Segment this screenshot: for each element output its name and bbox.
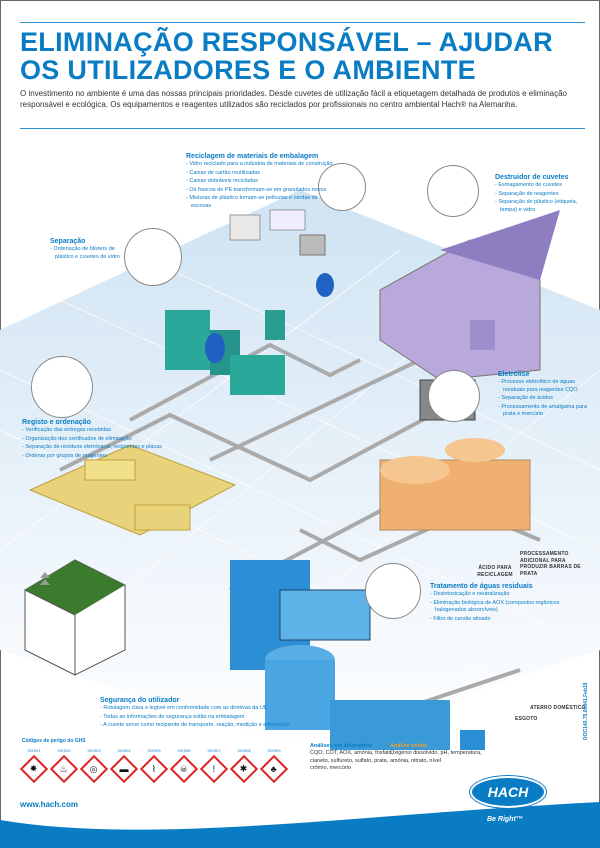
label-packaging-recycling: Reciclagem de materiais de embalagem Vid… [186,152,336,211]
ghs-symbol: GHS03◎ [79,748,109,784]
environment-icon: ♣ [259,754,289,784]
shredder-detail-circle [427,165,479,217]
label-electrolysis: Eletrólise Processo eletrolítico de água… [498,370,588,420]
title-line-1: ELIMINAÇÃO RESPONSÁVEL – AJUDAR [20,27,553,57]
gas-cylinder-icon: ▬ [109,754,139,784]
label-cuvette-shredder: Destruidor de cuvetes Esmagamento de cuv… [495,173,585,215]
page-title: ELIMINAÇÃO RESPONSÁVEL – AJUDAR OS UTILI… [20,28,590,84]
ghs-symbol: GHS07! [199,748,229,784]
intro-text: O investimento no ambiente é uma das nos… [20,89,567,109]
label-lab-analysis: Análises em laboratório CQO, COT, AOX, a… [310,743,394,771]
registration-tables [28,444,237,536]
callout-landfill: ATERRO DOMÉSTICO [530,705,586,711]
ghs-symbol: GHS08✱ [229,748,259,784]
label-online-analysis: Análise online Oxigénio dissolvido, pH, … [390,743,482,764]
recycling-machinery [165,209,334,395]
label-user-safety: Segurança do utilizador Rotulagem clara … [100,696,300,731]
upload-arrows [40,572,50,585]
label-separation: Separação Ordenação de blisters de plást… [50,237,120,262]
ghs-symbol: GHS09♣ [259,748,289,784]
exploding-bomb-icon: ✸ [19,754,49,784]
document-id: DOC140.75.00041.Feb18 [583,682,589,740]
skull-crossbones-icon: ☠ [169,754,199,784]
corrosion-icon: ⌇ [139,754,169,784]
footer-wave [0,802,600,848]
tagline: Be Right™ [487,816,523,823]
ghs-symbol: GHS02♨ [49,748,79,784]
hach-logo: HACH [470,776,546,808]
ghs-symbol: GHS04▬ [109,748,139,784]
ghs-symbols: GHS01✸ GHS02♨ GHS03◎ GHS04▬ GHS05⌇ GHS06… [19,748,289,784]
cuvette-shredder [379,210,560,381]
separation-detail-circle [124,228,182,286]
callout-acid-recycling: ÁCIDO PARA RECICLAGEM [477,565,513,578]
ghs-title: Códigos de perigo do GHS [22,738,86,744]
ghs-symbol: GHS01✸ [19,748,49,784]
exclamation-mark-icon: ! [199,754,229,784]
callout-sewer: ESGOTO [515,716,538,722]
ghs-symbol: GHS06☠ [169,748,199,784]
flame-over-circle-icon: ◎ [79,754,109,784]
top-rule [20,22,585,23]
reagent-box [24,559,126,676]
label-wastewater: Tratamento de águas residuais Desintoxic… [430,582,560,624]
website-link[interactable]: www.hach.com [20,800,78,809]
registration-detail-circle [31,356,93,418]
wastewater-detail-circle [365,563,421,619]
callout-silver-bars: PROCESSAMENTO ADICIONAL PARA PRODUZIR BA… [520,551,581,577]
ghs-symbol: GHS05⌇ [139,748,169,784]
title-line-2: OS UTILIZADORES E O AMBIENTE [20,55,476,85]
health-hazard-icon: ✱ [229,754,259,784]
flame-icon: ♨ [49,754,79,784]
label-registration: Registo e ordenação Verificação das entr… [22,418,182,461]
electrolysis-detail-circle [428,370,480,422]
intro-rule [20,128,585,129]
wastewater-treatment [230,560,485,750]
